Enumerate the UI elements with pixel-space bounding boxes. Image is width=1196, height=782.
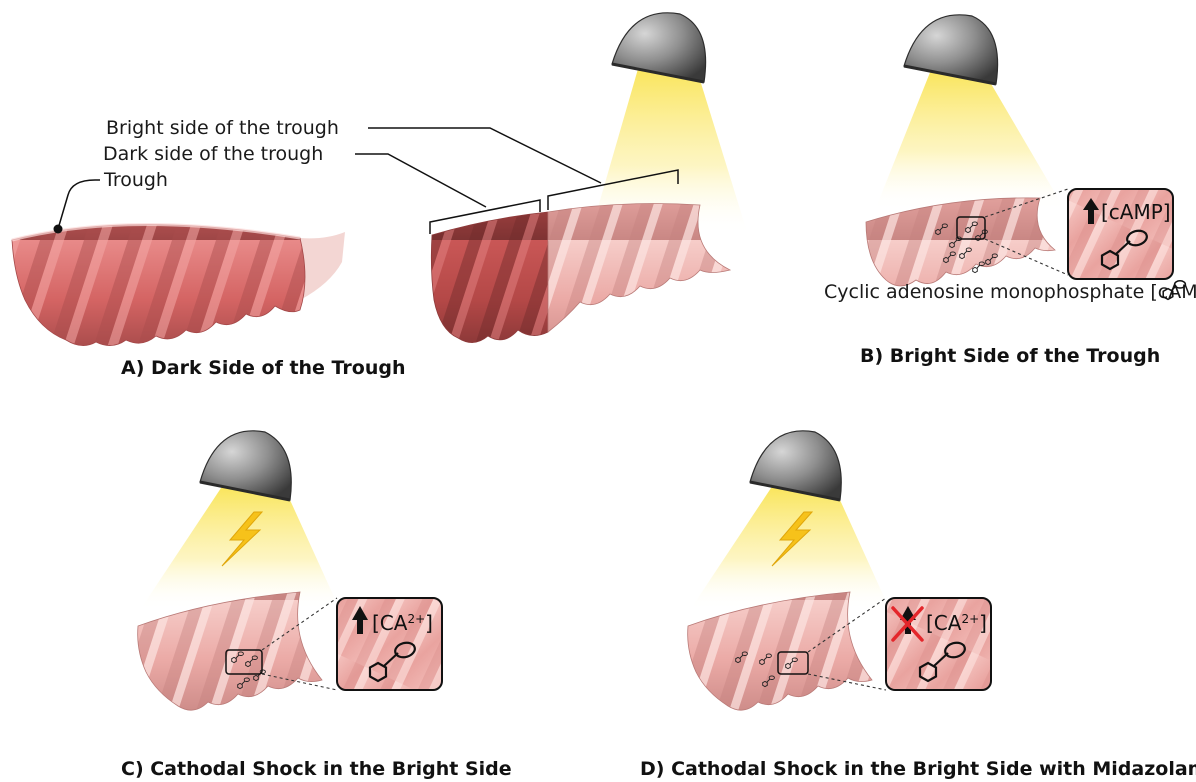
trough-a-edge	[300, 232, 345, 300]
caption-a: A) Dark Side of the Trough	[121, 357, 406, 379]
caption-d: D) Cathodal Shock in the Bright Side wit…	[640, 758, 1196, 780]
panel-d: [CA2+]	[688, 431, 991, 710]
lamp-mid	[612, 13, 706, 82]
label-trough: Trough	[103, 169, 168, 191]
light-beam-b	[875, 65, 1065, 210]
dark-side-leader	[355, 154, 486, 207]
trough-pointer-line	[58, 180, 100, 229]
panel-c: [CA2+]	[138, 431, 442, 710]
trough-a	[12, 224, 305, 345]
bright-side-leader	[368, 128, 601, 183]
label-bright-side: Bright side of the trough	[106, 117, 339, 139]
lamp-b	[904, 15, 998, 84]
box-b-label: [cAMP]	[1101, 200, 1171, 224]
panel-b: [cAMP] Cyclic adenosine monophosphate [c…	[824, 15, 1196, 303]
trough-b	[866, 198, 1055, 286]
panel-a	[12, 180, 345, 346]
trough-mid-dark	[431, 212, 548, 343]
caption-c: C) Cathodal Shock in the Bright Side	[121, 758, 512, 780]
caption-b: B) Bright Side of the Trough	[860, 345, 1160, 367]
label-dark-side: Dark side of the trough	[103, 143, 323, 165]
camp-legend-label: Cyclic adenosine monophosphate [cAMP]:	[824, 281, 1196, 303]
